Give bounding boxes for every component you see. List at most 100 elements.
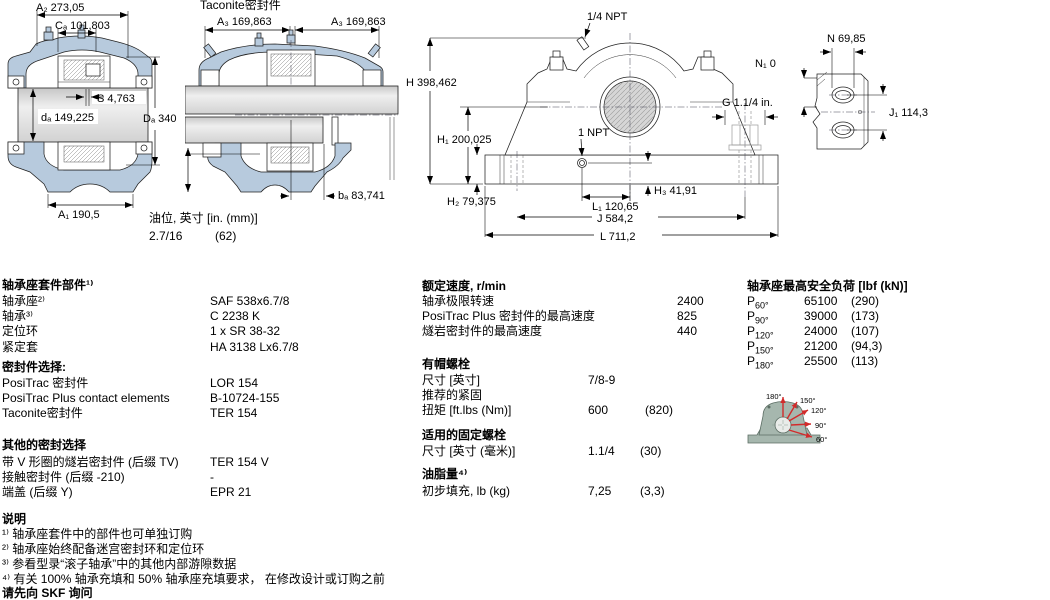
speeds-value: 2400 (677, 294, 704, 308)
load-p120-kn: (107) (851, 324, 880, 338)
svg-text:J 584,2: J 584,2 (597, 213, 633, 225)
dimension-l1: L₁ 120,65 (581, 168, 639, 213)
dimension-l: L 711,2 (484, 186, 779, 243)
angle-120: 120° (811, 406, 827, 415)
dimension-a1: A₁ 190,5 (47, 194, 134, 221)
load-p60-label: P60° (747, 294, 769, 311)
svg-text:H₂ 79,375: H₂ 79,375 (447, 196, 496, 208)
parts-title: 轴承座套件部件¹⁾ (2, 278, 94, 292)
load-p90-lbf: 39000 (804, 309, 838, 323)
base-plate (484, 154, 779, 185)
dimension-g: G 1.1/4 in. (712, 97, 778, 125)
load-p180-kn: (113) (851, 354, 879, 368)
dimension-a3-left: A₃ 169,863 (204, 16, 291, 58)
parts-value: C 2238 K (210, 309, 261, 323)
grease-kg: (3,3) (640, 484, 665, 498)
load-p180-lbf: 25500 (804, 354, 838, 368)
anchor-bolts-size-label: 尺寸 [英寸 (毫米)] (422, 444, 516, 458)
load-p90-label: P90° (747, 309, 769, 326)
other-seals-title: 其他的密封选择 (2, 438, 87, 452)
note-line: ²⁾ 轴承座始终配备迷宫密封环和定位环 (2, 542, 205, 556)
cap-screws-size-label: 尺寸 [英寸] (422, 373, 481, 387)
parts-label: 轴承³⁾ (2, 309, 33, 323)
dimension-h3: H₃ 41,91 (588, 151, 697, 197)
speeds-value: 440 (677, 324, 698, 338)
load-arrows (780, 397, 813, 438)
drain-hole (577, 158, 587, 168)
dimension-h1: H₁ 200,025 (437, 106, 548, 184)
side-view-drawing: N 69,85 J₁ 114,3 (801, 33, 928, 150)
svg-text:H 398,462: H 398,462 (406, 77, 457, 89)
load-p60-lbf: 65100 (804, 294, 838, 308)
oil-level-label: 油位, 英寸 [in. (mm)] (149, 211, 258, 225)
svg-text:G 1.1/4 in.: G 1.1/4 in. (722, 97, 773, 109)
grease-label: 初步填充, lb (kg) (422, 484, 511, 498)
anchor-bolts-size-in: 1.1/4 (588, 444, 615, 458)
load-p150-label: P150° (747, 339, 774, 356)
load-direction-diagram: 180° 150° 120° 90° 60° (747, 392, 827, 444)
base-side-plate (812, 71, 875, 150)
speeds-title: 额定速度, r/min (422, 279, 507, 293)
speeds-label: 燧岩密封件的最高速度 (422, 324, 543, 338)
dim-Da-label: Dₐ 340 (143, 113, 176, 125)
bearing-upper-taconite (266, 40, 316, 92)
mini-housing (747, 401, 821, 444)
cap-screws-size-value: 7/8-9 (588, 373, 616, 387)
seals-label: PosiTrac Plus contact elements (2, 391, 170, 405)
shaft-bore (599, 76, 661, 138)
load-p90-kn: (173) (851, 309, 880, 323)
dimension-ba: bₐ 83,741 (280, 120, 385, 202)
seals-label: PosiTrac 密封件 (2, 376, 89, 390)
anchor-bolts-size-mm: (30) (640, 444, 662, 458)
dimension-Da-housing: Dₐ 340 (126, 56, 176, 166)
svg-text:H₁ 200,025: H₁ 200,025 (437, 134, 491, 146)
dim-ca-label: Cₐ 101,803 (55, 20, 110, 32)
cap-screws-torque-nm: (820) (645, 403, 674, 417)
svg-text:A₃ 169,863: A₃ 169,863 (217, 16, 272, 28)
speeds-label: 轴承极限转速 (422, 294, 495, 308)
front-view-drawing: 1/4 NPT H 398,462 H₁ 200,025 H₂ 79,375 1… (406, 11, 779, 243)
dimension-npt-top: 1/4 NPT (584, 11, 628, 38)
cap-screws-torque-label: 扭矩 [ft.lbs (Nm)] (422, 403, 512, 417)
cap-screws-torque-ftlbs: 600 (588, 403, 609, 417)
load-arrow-labels: 180° 150° 120° 90° 60° (766, 392, 827, 444)
seals-value: TER 154 (210, 406, 258, 420)
note-line: ⁴⁾ 有关 100% 轴承充填和 50% 轴承座充填要求， 在修改设计或订购之前 (2, 572, 385, 586)
cap-screws-torque-note: 推荐的紧固 (422, 388, 483, 402)
section-drawing-saf: A₂ 273,05 Cₐ 101,803 S 4,763 dₐ 149,225 … (7, 2, 176, 221)
taconite-title: Taconite密封件 (200, 0, 281, 12)
note-line: ³⁾ 参看型录“滚子轴承”中的其他内部游隙数据 (2, 557, 237, 571)
parts-value: SAF 538x6.7/8 (210, 294, 290, 308)
seals-value: LOR 154 (210, 376, 259, 390)
load-p150-lbf: 21200 (804, 339, 838, 353)
load-p60-kn: (290) (851, 294, 880, 308)
dimension-ca: Cₐ 101,803 (55, 20, 110, 52)
cap-screws-title: 有帽螺栓 (422, 357, 471, 371)
shaft-upper-taconite (185, 85, 399, 115)
housing-cap-taconite (198, 29, 384, 87)
anchor-bolt (728, 111, 762, 183)
svg-text:L₁ 120,65: L₁ 120,65 (592, 201, 639, 213)
loads-title: 轴承座最高安全负荷 [lbf (kN)] (747, 279, 908, 293)
dim-da-label: dₐ 149,225 (41, 112, 94, 124)
load-p150-kn: (94,3) (851, 339, 883, 353)
dimension-j1: J₁ 114,3 (847, 84, 928, 141)
dimension-n1: N₁ 0 (755, 58, 776, 70)
housing-base-section (7, 141, 153, 193)
seals-title: 密封件选择: (2, 360, 66, 374)
oil-level-dimension (185, 148, 260, 192)
dimension-h2: H₂ 79,375 (447, 144, 496, 208)
parts-label: 轴承座²⁾ (2, 294, 45, 308)
angle-180: 180° (766, 392, 782, 401)
grease-title: 油脂量⁴⁾ (422, 467, 468, 481)
oil-level-inches: 2.7/16 (149, 229, 183, 243)
other-seals-label: 带 V 形圈的燧岩密封件 (后缀 TV) (2, 455, 179, 469)
dimension-npt-drain: 1 NPT (578, 127, 609, 157)
speeds-label: PosiTrac Plus 密封件的最高速度 (422, 309, 595, 323)
svg-text:H₃ 41,91: H₃ 41,91 (654, 185, 697, 197)
angle-150: 150° (800, 396, 816, 405)
angle-60: 60° (816, 435, 827, 444)
dimension-a2: A₂ 273,05 (36, 2, 129, 58)
seals-value: B-10724-155 (210, 391, 280, 405)
